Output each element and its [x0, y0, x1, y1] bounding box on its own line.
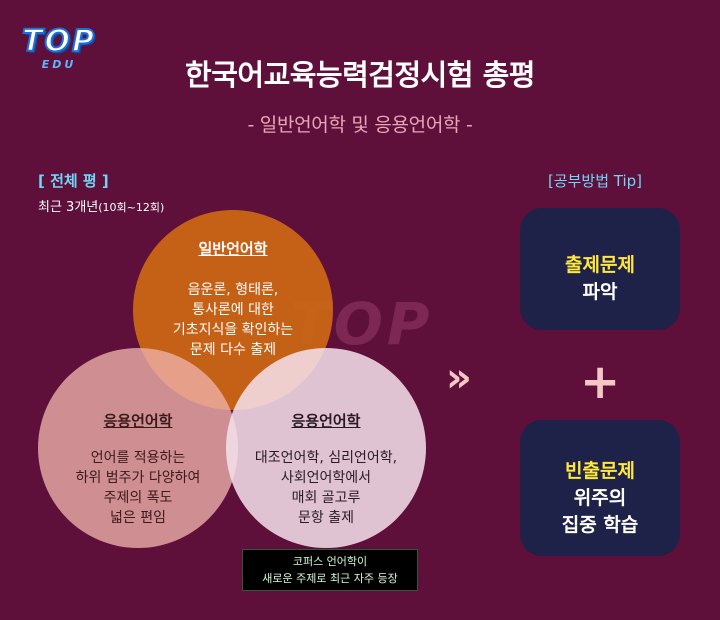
logo-subtext: EDU — [41, 58, 77, 71]
tip-highlight: 빈출문제 — [565, 460, 635, 482]
circle-line: 주제의 폭도 — [103, 490, 173, 506]
circle-applied-linguistics-right: 응용언어학 대조언어학, 심리언어학, 사회언어학에서 매회 골고루 문항 출제 — [226, 348, 426, 548]
circle-line: 문항 출제 — [298, 510, 354, 526]
tip-line: 파악 — [582, 281, 618, 303]
top-edu-logo: TOP EDU — [16, 22, 102, 72]
tip-line: 위주의 — [573, 487, 627, 509]
page-subtitle: - 일반언어학 및 응용언어학 - — [247, 114, 473, 136]
circle-heading: 응용언어학 — [291, 412, 361, 430]
circle-applied-linguistics-left: 응용언어학 언어를 적용하는 하위 범주가 다양하여 주제의 폭도 넓은 편임 — [38, 348, 238, 548]
overview-period: 최근 3개년(10회~12회) — [38, 196, 164, 215]
circle-body: 음운론, 형태론, 통사론에 대한 기초지식을 확인하는 문제 다수 출제 — [133, 280, 333, 360]
double-chevron-right-icon: » — [446, 355, 472, 401]
tip-line: 집중 학습 — [561, 514, 639, 536]
tip-box-focus-study: 빈출문제 위주의 집중 학습 — [520, 420, 680, 556]
circle-line: 사회언어학에서 — [280, 470, 372, 486]
circle-body: 언어를 적용하는 하위 범주가 다양하여 주제의 폭도 넓은 편임 — [38, 448, 238, 528]
overview-heading: [ 전체 평 ] — [38, 172, 109, 190]
tip-highlight: 출제문제 — [565, 254, 635, 276]
tip-box-identify-questions: 출제문제 파악 — [520, 208, 680, 330]
circle-line: 하위 범주가 다양하여 — [75, 470, 201, 486]
circle-body: 대조언어학, 심리언어학, 사회언어학에서 매회 골고루 문항 출제 — [226, 448, 426, 528]
note-line: 새로운 주제로 최근 자주 등장 — [262, 572, 398, 585]
circle-heading: 일반언어학 — [198, 240, 268, 258]
corpus-note: 코퍼스 언어학이 새로운 주제로 최근 자주 등장 — [242, 549, 418, 591]
circle-heading: 응용언어학 — [103, 412, 173, 430]
circle-line: 매회 골고루 — [291, 490, 361, 506]
circle-line: 넓은 편임 — [110, 510, 166, 526]
page-title: 한국어교육능력검정시험 총평 — [185, 58, 535, 92]
note-line: 코퍼스 언어학이 — [292, 555, 368, 568]
overview-period-detail: (10회~12회) — [98, 201, 165, 214]
logo-text: TOP — [21, 23, 96, 60]
plus-icon: + — [580, 354, 621, 410]
study-tip-heading: [공부방법 Tip] — [547, 172, 643, 190]
circle-line: 기초지식을 확인하는 — [172, 322, 294, 338]
circle-line: 문제 다수 출제 — [189, 342, 277, 358]
overview-period-main: 최근 3개년 — [38, 200, 99, 215]
circle-line: 언어를 적용하는 — [90, 450, 186, 466]
circle-line: 대조언어학, 심리언어학, — [254, 450, 398, 466]
circle-line: 통사론에 대한 — [192, 302, 274, 318]
circle-line: 음운론, 형태론, — [187, 282, 279, 298]
